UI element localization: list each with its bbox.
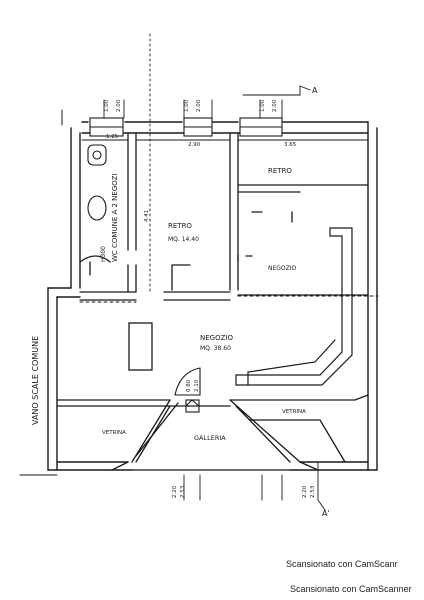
- pillar: [128, 322, 153, 371]
- section-a-top: A: [312, 86, 318, 95]
- dim-w-125: 1.25: [106, 134, 119, 140]
- dim-w-290: 2.90: [188, 142, 201, 148]
- dimension-lines: [79, 33, 379, 511]
- dim-door-a: 0.80: [186, 379, 192, 392]
- section-a-bottom: A': [322, 509, 330, 518]
- label-vetrina-left: VETRINA: [102, 430, 126, 436]
- dim-top-3a: 1.00: [260, 99, 266, 112]
- dim-top-2b: 2.00: [196, 99, 202, 112]
- dim-bot-2a: 2.20: [302, 485, 308, 498]
- dimension-labels: 1.00 2.00 1.00 2.00 1.00 2.00 1.25 2.90 …: [104, 99, 316, 498]
- center-door: [174, 367, 201, 413]
- label-wc: WC COMUNE A 2 NEGOZI: [111, 173, 119, 262]
- label-retro-right: RETRO: [268, 167, 292, 175]
- dim-top-3b: 2.00: [272, 99, 278, 112]
- dim-bot-2b: 2.53: [310, 485, 316, 498]
- outer-walls: [47, 121, 378, 471]
- dim-w-365: 3.65: [284, 142, 297, 148]
- dim-top-1a: 1.00: [104, 99, 110, 112]
- label-negozio-main: NEGOZIO: [200, 334, 233, 342]
- label-negozio-right: NEGOZIO: [268, 265, 297, 272]
- label-galleria: GALLERIA: [194, 434, 226, 442]
- dim-top-1b: 2.00: [116, 99, 122, 112]
- counter: [235, 227, 353, 386]
- label-negozio-area: MQ. 38.60: [200, 345, 231, 352]
- dim-top-2a: 1.00: [184, 99, 190, 112]
- label-vetrina-right: VETRINA: [282, 409, 306, 415]
- dim-door-b: 2.10: [194, 379, 200, 392]
- label-retro-left: RETRO: [168, 222, 192, 230]
- label-wc-height: H300: [100, 246, 107, 262]
- label-retro-area: MQ. 14.40: [168, 236, 199, 243]
- wc-fixtures: [87, 144, 107, 221]
- shopfront: [56, 394, 369, 471]
- section-markers: A A': [312, 86, 330, 518]
- room-labels: RETRO RETRO MQ. 14.40 NEGOZIO NEGOZIO MQ…: [31, 167, 306, 442]
- dim-h-441: 4.41: [144, 210, 150, 222]
- label-vano-scale: VANO SCALE COMUNE: [31, 336, 40, 425]
- dim-bot-1a: 2.20: [172, 485, 178, 498]
- top-windows: [89, 117, 283, 137]
- scanner-footer-1: Scansionato con CamScanr: [286, 559, 398, 569]
- dim-bot-1b: 2.53: [180, 485, 186, 498]
- scanner-footer-2: Scansionato con CamScanner: [290, 584, 412, 594]
- stair-marks: [19, 109, 63, 476]
- interior-walls: [79, 132, 369, 301]
